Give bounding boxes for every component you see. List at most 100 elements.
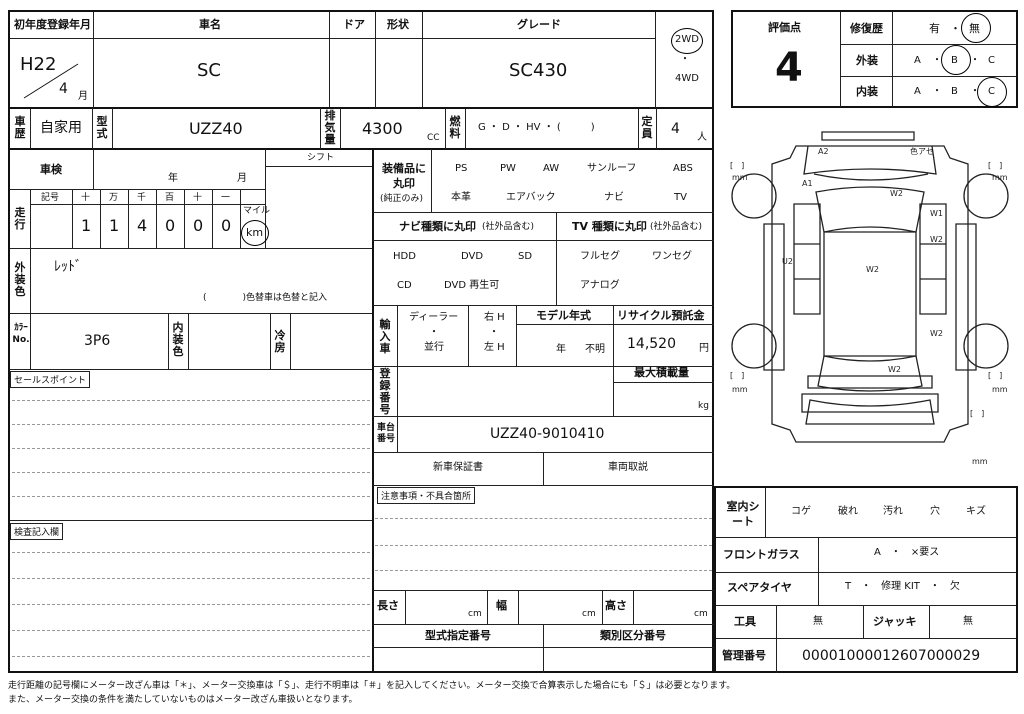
equip-sunroof: サンルーフ (587, 163, 637, 174)
capacity-label: 定員 (641, 115, 653, 140)
import-dot: ・ (429, 327, 439, 338)
diagram-w1: W1 (930, 209, 943, 218)
interior-sheet-label: 室内シート (726, 500, 760, 528)
svg-text:[ ]: [ ] (988, 371, 1002, 380)
mileage-digit: 0 (221, 216, 232, 235)
diagram-mm: [ ] (730, 161, 744, 170)
exterior-sep1: ・ (932, 55, 942, 66)
tv-label: TV 種類に丸印 (572, 220, 647, 233)
rating-box-frame (731, 10, 1018, 108)
place-label-ten: 十 (193, 193, 203, 203)
ac-label: 冷房 (274, 329, 286, 354)
height-label: 高さ (605, 599, 627, 612)
interior-b: B (951, 86, 958, 97)
inspection-month-unit: 月 (237, 173, 247, 184)
repair-sep: ・ (950, 22, 961, 35)
spare-tire-label: スペアタイヤ (727, 581, 792, 594)
main-form-frame (8, 10, 714, 673)
color-code-label: ｶﾗｰNo. (12, 323, 30, 345)
navi-dvd-playback: DVD 再生可 (444, 280, 500, 291)
era-year: H22 (20, 54, 57, 75)
import-dot2: ・ (489, 327, 499, 338)
import-dealer: ディーラー (409, 312, 459, 323)
type-designation-label: 型式指定番号 (425, 629, 491, 642)
management-label: 管理番号 (722, 649, 766, 662)
mileage-digit: 1 (109, 216, 120, 235)
import-left-h: 左 H (484, 342, 505, 353)
color-value: ﾚｯﾄﾞ (54, 259, 82, 275)
svg-text:mm: mm (992, 385, 1008, 394)
capacity-unit: 人 (697, 132, 707, 143)
interior-sep1: ・ (932, 86, 942, 97)
diagram-w2-c: W2 (866, 265, 879, 274)
first-reg-label: 初年度登録年月 (14, 18, 91, 31)
displacement-label: 排気量 (324, 109, 336, 146)
navi-label: ナビ種類に丸印 (399, 220, 476, 233)
door-label: ドア (343, 18, 365, 31)
diagram-color-fade: 色アセ (910, 146, 934, 156)
exterior-label: 外装 (856, 54, 878, 67)
tv-fullseg: フルセグ (580, 251, 620, 262)
reg-month-unit: 月 (78, 91, 88, 102)
svg-text:mm: mm (972, 457, 988, 466)
diagram-u2: U2 (782, 257, 793, 266)
doc-manual: 車両取説 (608, 462, 648, 473)
place-label-thousand: 千 (137, 193, 147, 203)
height-cm: cm (694, 609, 708, 619)
model-label: 型式 (96, 115, 108, 140)
shift-label: シフト (307, 153, 335, 163)
length-label: 長さ (377, 599, 399, 612)
recycle-unit: 円 (699, 343, 709, 354)
navi-sd: SD (518, 251, 533, 262)
exterior-c: C (988, 55, 995, 66)
mileage-code-label: 記号 (41, 193, 60, 203)
capacity-value: 4 (671, 121, 680, 137)
import-label: 輸入車 (379, 318, 391, 355)
diagram-w2-e: W2 (888, 365, 901, 374)
jack-label: ジャッキ (873, 615, 917, 628)
max-load-kg: kg (698, 401, 709, 411)
color-change-note: ( )色替車は色替と記入 (203, 293, 328, 303)
equip-tv: TV (674, 192, 687, 203)
navi-dvd: DVD (461, 251, 484, 262)
equip-aw: AW (543, 163, 560, 174)
usage-value: 自家用 (40, 120, 82, 136)
diagram-a2: A2 (818, 147, 829, 156)
category-number-label: 類別区分番号 (600, 629, 666, 642)
diagram-w2-d: W2 (930, 329, 943, 338)
equipment-label: 装備品に丸印 (382, 162, 426, 190)
svg-text:[ ]: [ ] (970, 409, 984, 418)
interior-label: 内装 (856, 85, 878, 98)
reg-month: 4 (59, 81, 68, 97)
displacement-cc: CC (427, 133, 440, 143)
inspection-label: 車検 (40, 163, 62, 176)
fuel-options: G ・ D ・ HV ・ ( ) (478, 122, 595, 133)
sales-points-tab: セールスポイント (10, 371, 91, 388)
import-right-h: 右 H (484, 312, 505, 323)
equip-ps: PS (455, 163, 468, 174)
svg-text:mm: mm (732, 173, 748, 182)
tv-analog: アナログ (580, 280, 620, 291)
equip-pw: PW (500, 163, 516, 174)
svg-text:[ ]: [ ] (988, 161, 1002, 170)
import-parallel: 並行 (424, 342, 444, 353)
equip-leather: 本革 (451, 192, 471, 203)
circle-mark-2wd (671, 28, 703, 54)
model-year-year: 年 (556, 344, 566, 355)
diagram-w2-a: W2 (890, 189, 903, 198)
equip-airbag: エアバック (506, 192, 556, 203)
model-year-unknown: 不明 (585, 344, 605, 355)
circle-mark-exterior-b (941, 45, 971, 75)
fuel-label: 燃料 (449, 115, 461, 140)
shape-label: 形状 (387, 18, 409, 31)
footer-note-1: 走行距離の記号欄にメーター改ざん車は「＊」、メーター交換車は「＄」、走行不明車は… (8, 681, 736, 691)
management-value: 00001000012607000029 (802, 648, 981, 664)
repair-yes: 有 (929, 22, 940, 35)
interior-a: A (914, 86, 921, 97)
registration-label: 登録番号 (379, 367, 391, 416)
color-code-value: 3P6 (84, 333, 111, 349)
recycle-label: リサイクル預託金 (617, 309, 705, 322)
circle-mark-repair-no (961, 13, 991, 43)
equipment-sub: (純正のみ) (380, 194, 424, 204)
tv-sub: (社外品含む) (650, 222, 703, 232)
